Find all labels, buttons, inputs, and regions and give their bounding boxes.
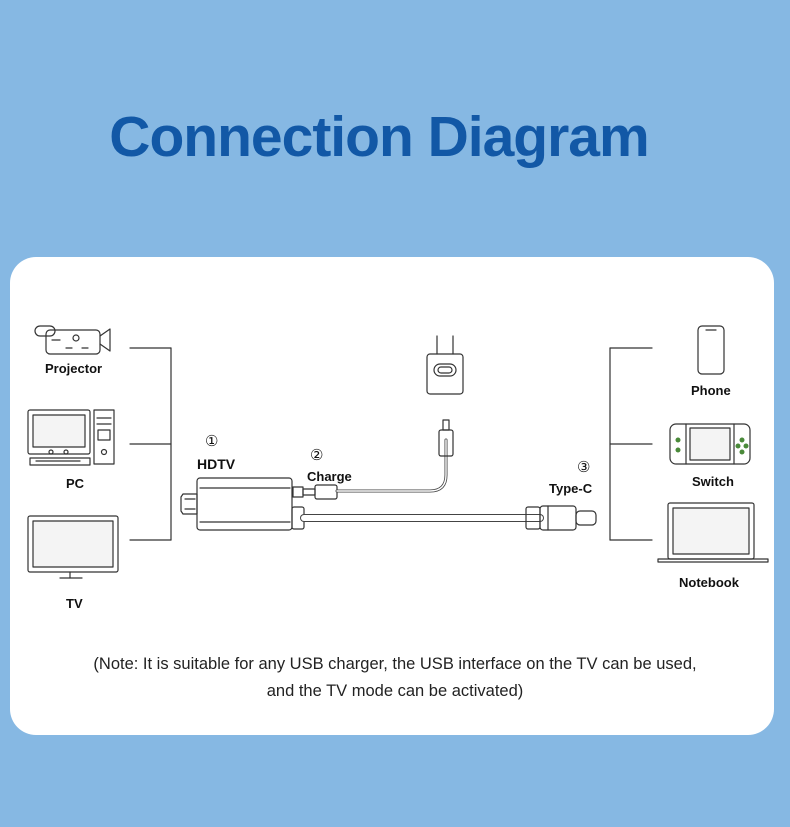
- charge-cable-plug: [438, 419, 454, 457]
- port-label-charge: Charge: [307, 469, 352, 484]
- port-label-type-c: Type-C: [549, 481, 593, 496]
- device-label-notebook: Notebook: [679, 575, 739, 590]
- tv-icon: [27, 515, 119, 579]
- diagram-card: [10, 257, 774, 735]
- port-number-charge: ②: [310, 447, 324, 464]
- right-bracket-lines: [609, 347, 653, 541]
- left-bracket-lines: [129, 347, 172, 541]
- port-label-hdtv: HDTV: [197, 456, 236, 472]
- desktop-pc-icon: [27, 409, 115, 466]
- device-label-tv: TV: [66, 596, 83, 611]
- page-title: Connection Diagram: [109, 105, 649, 169]
- wall-charger-icon: [426, 335, 464, 395]
- projector-camera-icon: [34, 325, 111, 355]
- game-console-icon: [669, 423, 751, 465]
- device-label-pc: PC: [66, 476, 85, 491]
- note-line-2: and the TV mode can be activated): [266, 682, 524, 700]
- type-c-connector-icon: [525, 505, 597, 531]
- port-number-hdtv: ①: [205, 433, 219, 450]
- device-label-projector: Projector: [45, 361, 103, 376]
- note-line-1: (Note: It is suitable for any USB charge…: [93, 655, 697, 673]
- laptop-icon: [657, 502, 769, 563]
- device-label-switch: Switch: [692, 474, 734, 489]
- phone-icon: [697, 325, 725, 375]
- hdmi-connector-icon: [180, 477, 305, 531]
- device-label-phone: Phone: [691, 383, 731, 398]
- port-number-type-c: ③: [577, 459, 591, 476]
- charge-port-plug: [292, 484, 338, 500]
- charge-cable: [335, 438, 448, 493]
